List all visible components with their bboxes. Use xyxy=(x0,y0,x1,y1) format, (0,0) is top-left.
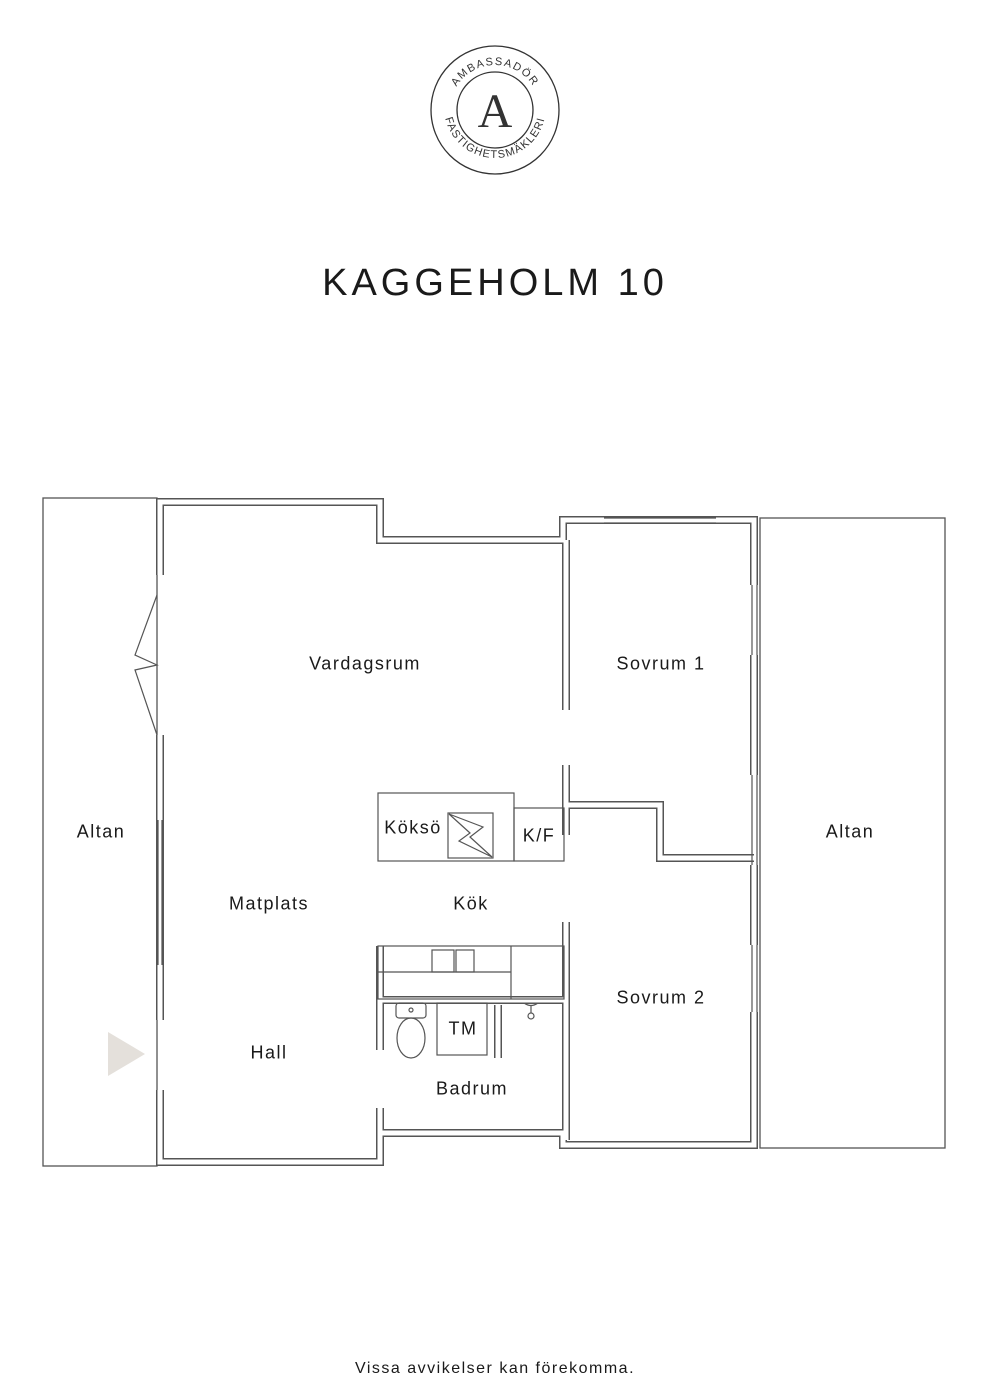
room-label-matplats: Matplats xyxy=(228,893,310,914)
fridge xyxy=(513,807,565,862)
room-label-altan-right: Altan xyxy=(825,821,875,842)
window xyxy=(604,517,716,524)
toilet-bowl xyxy=(396,1017,426,1059)
window xyxy=(751,775,758,865)
toilet-tank xyxy=(395,1002,427,1019)
room-label-kf: K/F xyxy=(522,825,556,846)
stove xyxy=(447,812,494,859)
stove-icon xyxy=(448,813,493,858)
window xyxy=(157,820,163,965)
altan-right-outline xyxy=(759,517,946,1149)
window xyxy=(751,585,758,655)
room-label-tm: TM xyxy=(448,1018,478,1039)
shower-icon xyxy=(523,1002,539,1013)
disclaimer: Vissa avvikelser kan förekomma. xyxy=(354,1360,636,1377)
room-label-kok: Kök xyxy=(453,893,489,914)
svg-text:A: A xyxy=(478,85,513,138)
window xyxy=(751,945,758,1012)
room-label-hall: Hall xyxy=(250,1042,288,1063)
room-label-sovrum-2: Sovrum 2 xyxy=(616,987,706,1008)
entrance-arrow-icon xyxy=(108,1032,145,1076)
page-title: KAGGEHOLM 10 xyxy=(322,262,668,304)
room-label-badrum: Badrum xyxy=(435,1078,509,1099)
room-label-altan-left: Altan xyxy=(76,821,126,842)
room-label-vardagsrum: Vardagsrum xyxy=(309,653,421,674)
walls xyxy=(156,498,758,1166)
sink xyxy=(431,949,455,973)
sink xyxy=(455,949,475,973)
washing-machine xyxy=(436,1002,488,1056)
room-label-sovrum-1: Sovrum 1 xyxy=(616,653,706,674)
folding-door xyxy=(134,594,159,736)
brand-logo: AMBASSADÖR FASTIGHETSMÄKLERI A xyxy=(430,45,560,175)
room-label-kokso: Köksö xyxy=(384,817,442,838)
